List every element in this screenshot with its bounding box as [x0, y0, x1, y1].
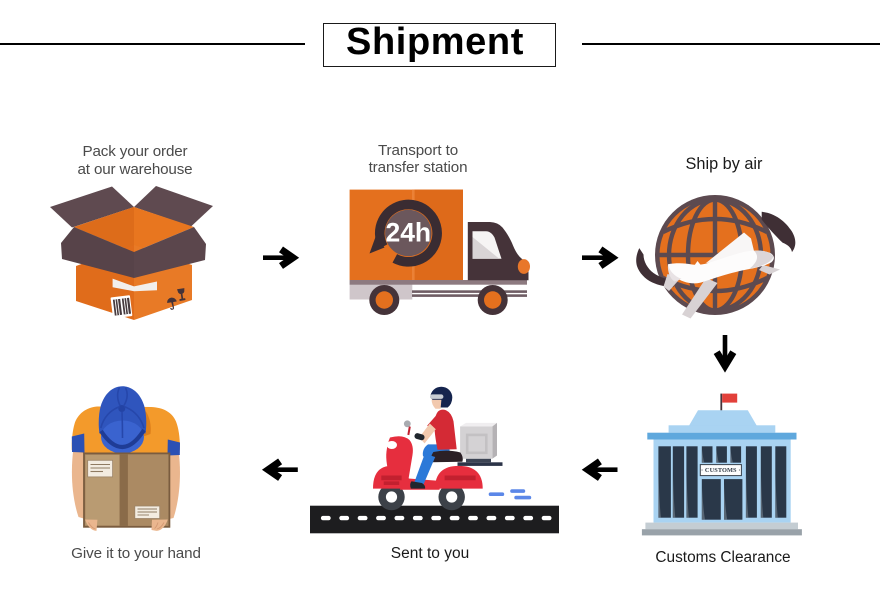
svg-text:24h: 24h	[385, 218, 431, 248]
svg-text:· CUSTOMS ·: · CUSTOMS ·	[701, 467, 740, 474]
